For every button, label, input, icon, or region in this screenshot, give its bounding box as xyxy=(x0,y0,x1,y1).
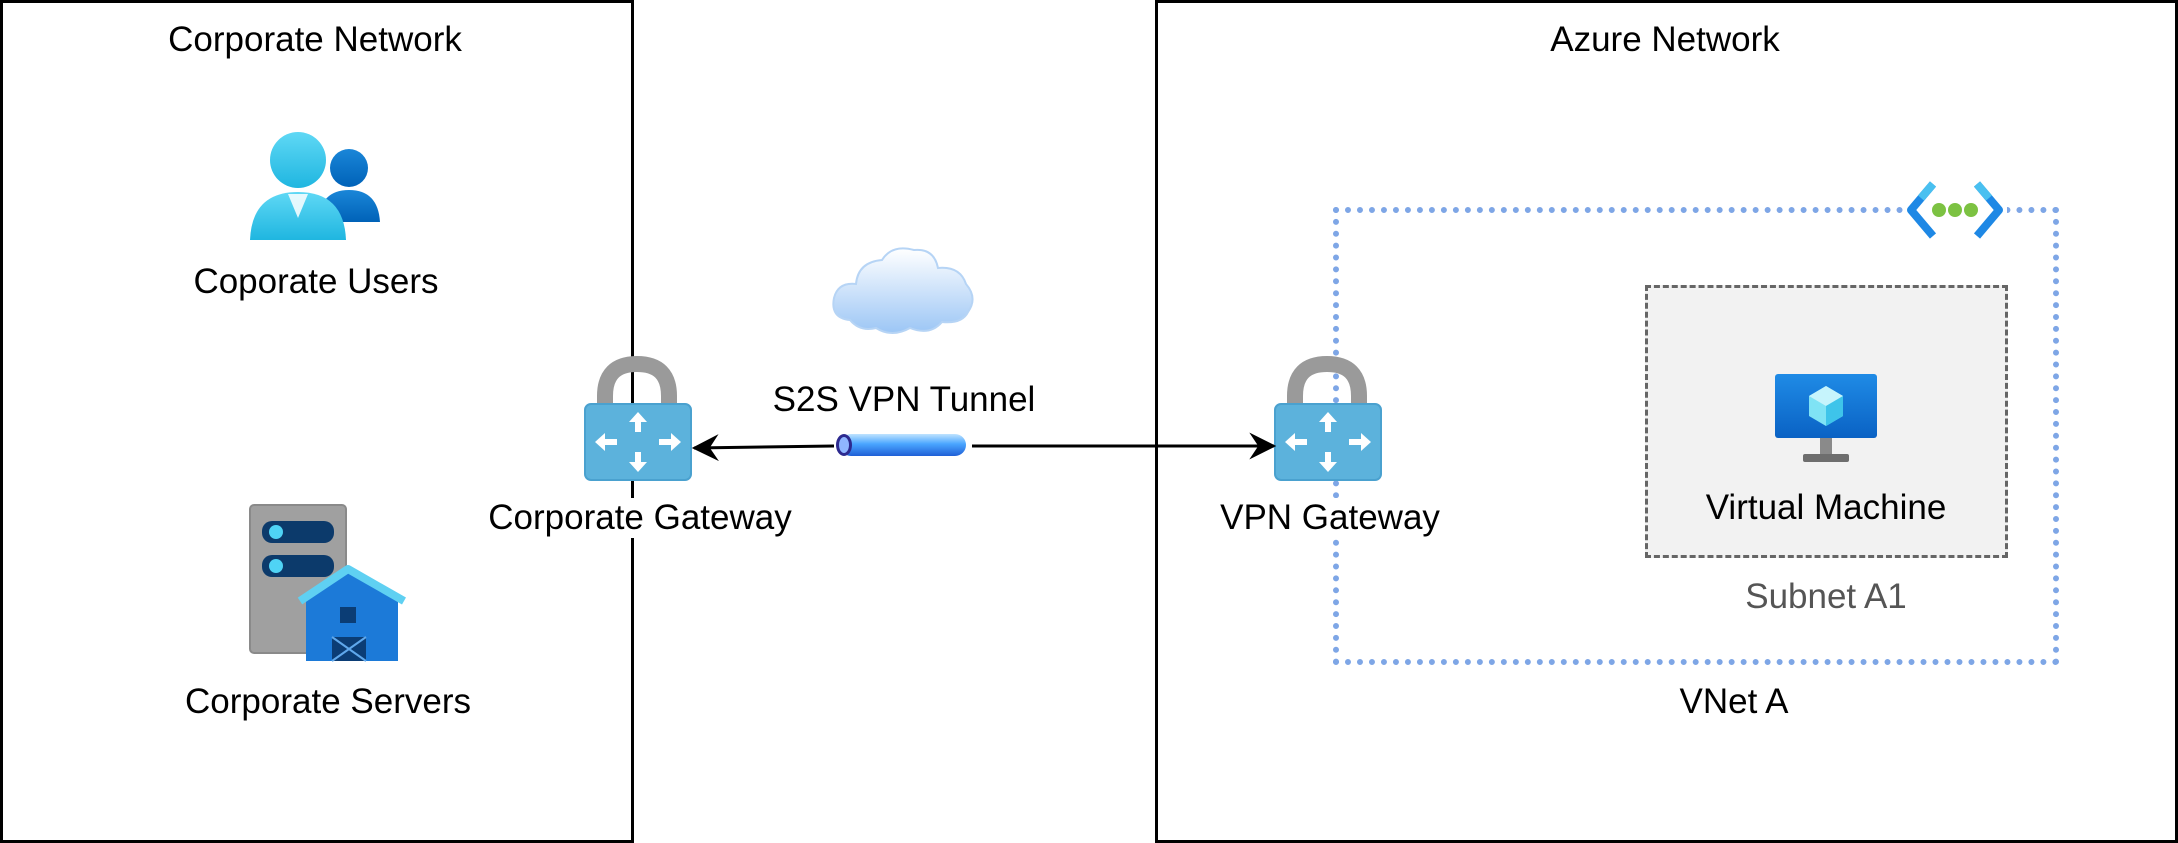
corporate-servers-label: Corporate Servers xyxy=(185,682,471,721)
cloud-icon xyxy=(832,247,974,334)
vnet-label: VNet A xyxy=(1679,682,1789,721)
virtual-machine-icon xyxy=(1775,374,1877,462)
subnet-label: Subnet A1 xyxy=(1745,577,1907,616)
users-icon xyxy=(250,132,380,240)
vpn-gateway-label: VPN Gateway xyxy=(1220,498,1440,538)
virtual-machine-label: Virtual Machine xyxy=(1705,488,1947,527)
corporate-users-label: Coporate Users xyxy=(193,262,439,301)
vpn-gateway-icon xyxy=(1274,355,1382,481)
tunnel-label: S2S VPN Tunnel xyxy=(772,380,1036,419)
azure-network-title: Azure Network xyxy=(1550,20,1780,59)
corporate-gateway-label: Corporate Gateway xyxy=(488,498,792,538)
virtual-network-icon xyxy=(1903,180,2007,240)
tunnel-to-corporate-gateway-arrow xyxy=(691,434,835,462)
server-farm-icon xyxy=(249,504,406,662)
pipe-tunnel-icon xyxy=(836,434,966,456)
corporate-network-title: Corporate Network xyxy=(168,20,462,59)
corporate-gateway-icon xyxy=(584,355,692,481)
